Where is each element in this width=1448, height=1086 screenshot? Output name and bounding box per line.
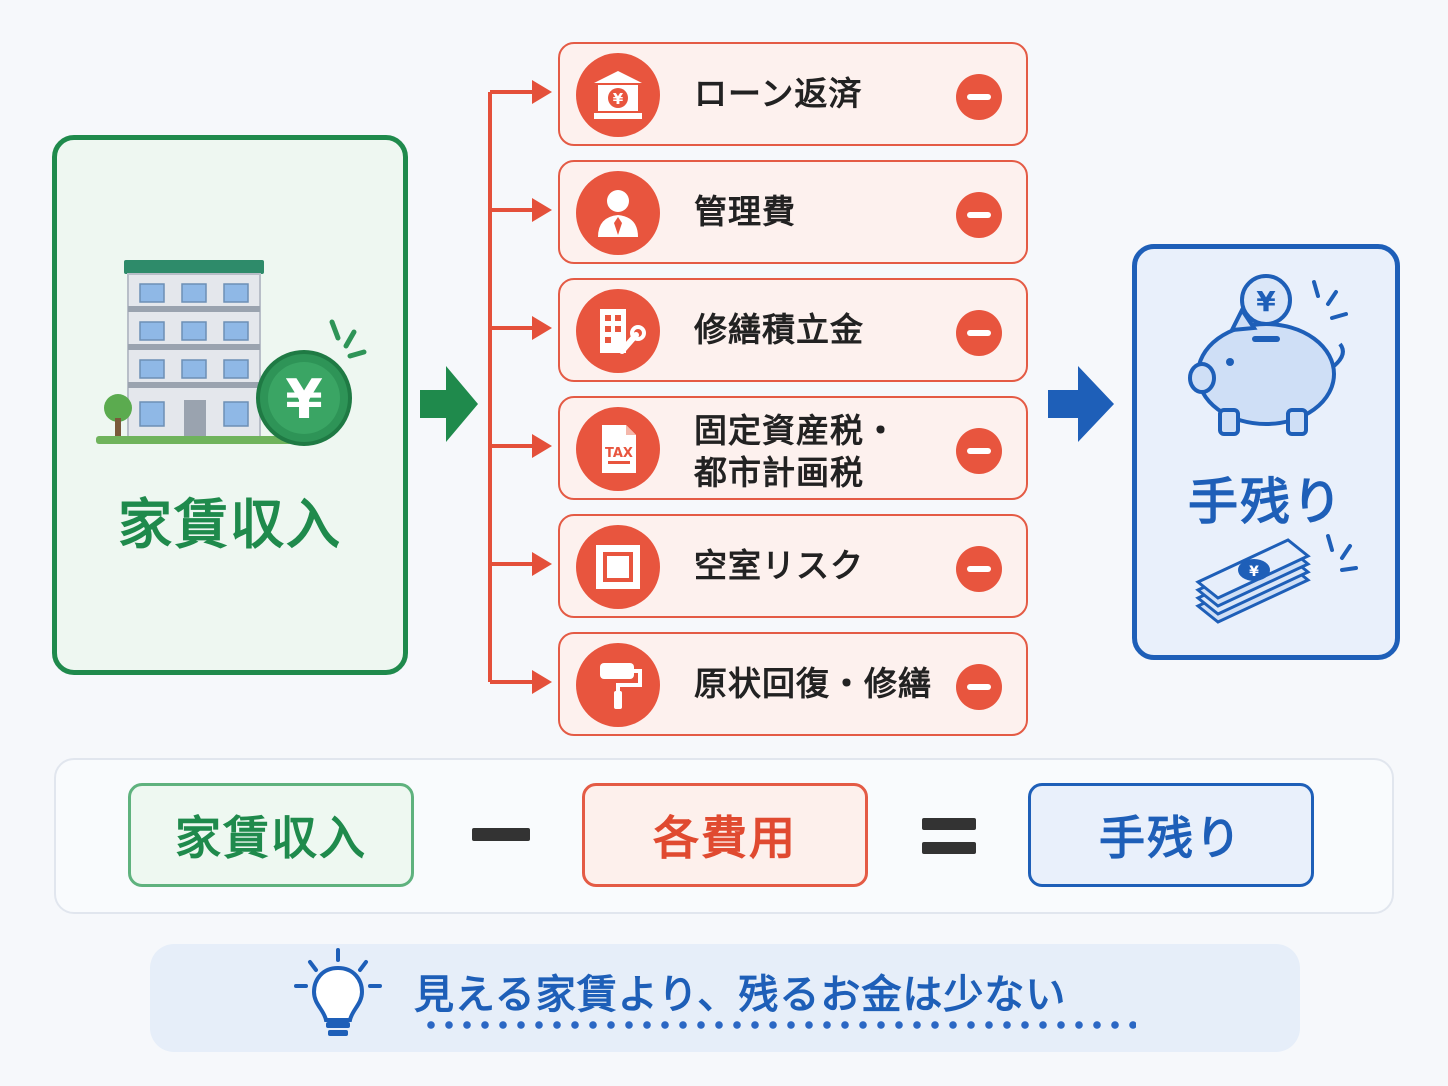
- minus-sign-icon: [472, 828, 530, 841]
- svg-text:TAX: TAX: [605, 446, 633, 461]
- cost-label-line: 都市計画税: [694, 453, 864, 492]
- svg-text:¥: ¥: [1256, 285, 1276, 318]
- equation-income: 家賃収入: [128, 783, 414, 887]
- tax-document-icon: TAX: [576, 407, 660, 491]
- cost-card-restoration: 原状回復・修繕: [558, 632, 1028, 736]
- cost-label: 固定資産税・ 都市計画税: [694, 410, 936, 494]
- cost-label: 管理費: [694, 192, 796, 231]
- minus-icon: [956, 74, 1002, 120]
- cost-label-line: 固定資産税・: [694, 411, 898, 450]
- svg-text:¥: ¥: [613, 90, 624, 108]
- cost-label: 原状回復・修繕: [694, 664, 932, 703]
- svg-text:¥: ¥: [1249, 564, 1259, 580]
- cost-label: ローン返済: [694, 74, 863, 113]
- cost-card-loan: ¥ ローン返済: [558, 42, 1028, 146]
- equation-net: 手残り: [1028, 783, 1314, 887]
- message-text: 見える家賃より、残るお金は少ない: [414, 972, 1067, 1018]
- cost-card-management: 管理費: [558, 160, 1028, 264]
- svg-text:¥: ¥: [285, 368, 323, 431]
- empty-room-icon: [576, 525, 660, 609]
- manager-person-icon: [576, 171, 660, 255]
- minus-icon: [956, 664, 1002, 710]
- equation-costs: 各費用: [582, 783, 868, 887]
- paint-roller-icon: [576, 643, 660, 727]
- income-title: 家賃収入: [118, 493, 342, 556]
- cost-card-vacancy: 空室リスク: [558, 514, 1028, 618]
- apartment-building-icon: ¥: [96, 260, 367, 446]
- branch-connector: [488, 80, 552, 694]
- cost-label: 修繕積立金: [694, 310, 864, 349]
- lightbulb-icon: [294, 948, 382, 1036]
- arrow-right-icon: [1048, 366, 1114, 442]
- bank-yen-icon: ¥: [576, 53, 660, 137]
- equals-sign-icon: [922, 818, 976, 830]
- minus-icon: [956, 428, 1002, 474]
- net-title: 手残り: [1188, 473, 1344, 531]
- minus-icon: [956, 192, 1002, 238]
- cost-card-repair-reserve: 修繕積立金: [558, 278, 1028, 382]
- minus-icon: [956, 310, 1002, 356]
- cash-stack-icon: ¥: [1195, 534, 1358, 624]
- piggy-bank-icon: ¥: [1188, 274, 1348, 436]
- minus-icon: [956, 546, 1002, 592]
- equals-sign-icon: [922, 842, 976, 854]
- cost-label: 空室リスク: [694, 546, 864, 585]
- building-wrench-icon: [576, 289, 660, 373]
- arrow-right-icon: [420, 366, 478, 442]
- cost-card-property-tax: TAX 固定資産税・ 都市計画税: [558, 396, 1028, 500]
- dotted-underline: [422, 1020, 1136, 1030]
